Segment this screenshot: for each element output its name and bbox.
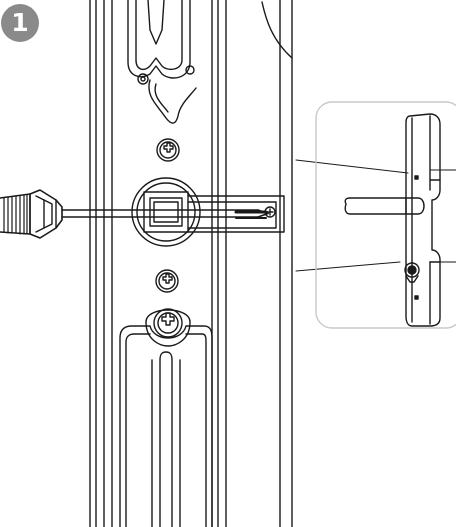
- strike-slot: [127, 0, 197, 124]
- step-number-badge: 1: [1, 4, 39, 42]
- door-frame-lines: [89, 0, 293, 527]
- faceplate: [187, 195, 285, 233]
- screw-upper: [156, 138, 180, 162]
- lock-cylinder-housing: [131, 177, 201, 247]
- screw-lower: [155, 269, 179, 293]
- lower-latch-channel: [119, 325, 213, 527]
- inset-detail-box: [315, 101, 456, 329]
- screwdriver-icon: [0, 189, 269, 239]
- key-cylinder-icon: [404, 262, 420, 283]
- screw-large: [145, 308, 191, 347]
- door-handle-icon: [344, 113, 441, 327]
